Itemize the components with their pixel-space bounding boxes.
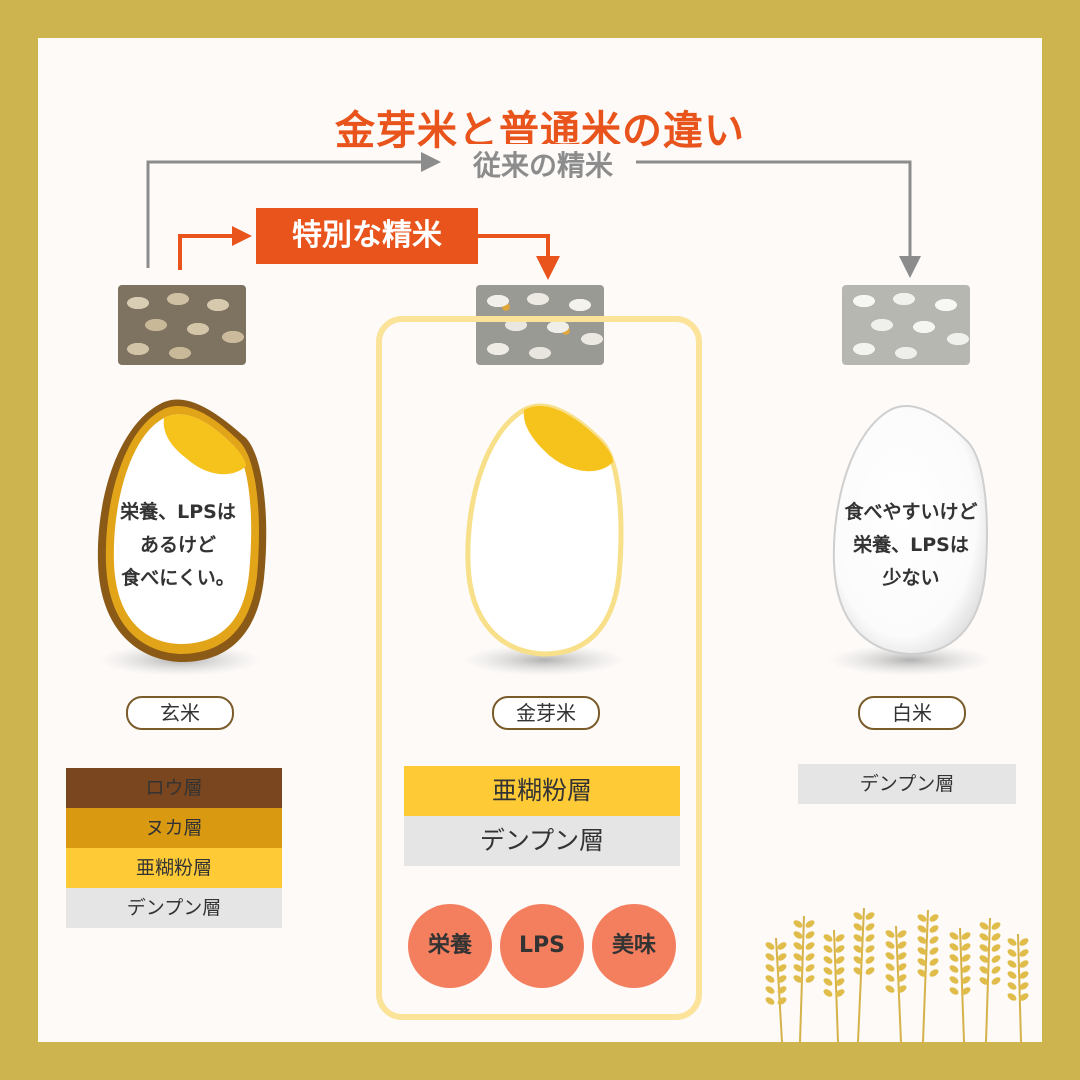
- kinme-layer-aleurone: 亜糊粉層: [404, 766, 680, 816]
- decorations-svg: [97, 152, 1029, 1042]
- brown-layer-wax: ロウ層: [66, 768, 282, 808]
- kinme-layer-starch: デンプン層: [404, 816, 680, 866]
- brown-rice-grain-icon: [97, 399, 267, 676]
- kinme-rice-photo: [476, 285, 604, 365]
- wheat-decoration-icon: [765, 907, 1029, 1042]
- white-rice-text-line: 栄養、LPSは: [853, 534, 969, 556]
- kinme-highlight-box: [376, 316, 702, 1020]
- conventional-arrow: [146, 152, 921, 278]
- white-rice-text-line: 少ない: [882, 567, 940, 589]
- benefit-badge-nutrition: 栄養: [408, 904, 492, 988]
- benefit-badge-lps: LPS: [500, 904, 584, 988]
- brown-rice-description: 栄養、LPSは あるけど 食べにくい。: [98, 496, 258, 595]
- brown-layer-aleurone: 亜糊粉層: [66, 848, 282, 888]
- diagram-panel: 金芽米と普通米の違い 従来の精米 特別な精米 栄養、LPSは あるけど 食べにく…: [38, 38, 1042, 1042]
- white-rice-label: 白米: [858, 696, 966, 730]
- brown-layer-starch: デンプン層: [66, 888, 282, 928]
- kinme-rice-grain-icon: [462, 403, 626, 676]
- special-polishing-label: 特別な精米: [256, 208, 478, 264]
- white-rice-grain-icon: [828, 405, 992, 676]
- white-layer-starch: デンプン層: [798, 764, 1016, 804]
- brown-rice-text-line: あるけど: [139, 534, 216, 556]
- brown-rice-text-line: 栄養、LPSは: [120, 501, 236, 523]
- brown-rice-label: 玄米: [126, 696, 234, 730]
- kinme-rice-label: 金芽米: [492, 696, 600, 730]
- white-rice-description: 食べやすいけど 栄養、LPSは 少ない: [826, 496, 996, 595]
- benefit-badge-taste: 美味: [592, 904, 676, 988]
- white-rice-photo: [842, 285, 970, 365]
- conventional-polishing-label: 従来の精米: [458, 144, 628, 188]
- brown-rice-photo: [118, 285, 246, 365]
- brown-layer-bran: ヌカ層: [66, 808, 282, 848]
- special-arrow: [178, 226, 560, 280]
- white-rice-text-line: 食べやすいけど: [844, 501, 978, 523]
- brown-rice-text-line: 食べにくい。: [121, 567, 235, 589]
